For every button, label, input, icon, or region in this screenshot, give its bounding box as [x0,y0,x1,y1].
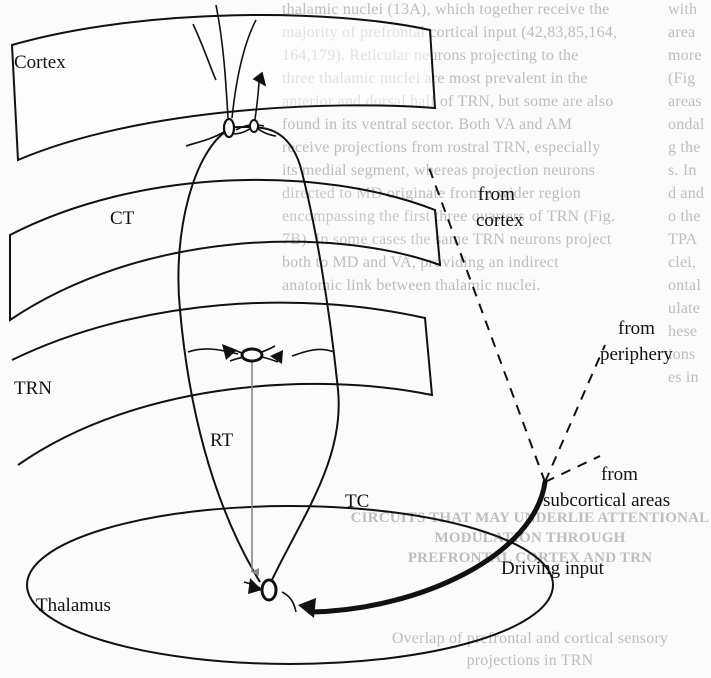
driving-input-axon [307,479,548,615]
bleed-through-right-margin: with area more (Fig areas ondal g the s.… [668,0,711,389]
thalamus-label: Thalamus [36,595,111,616]
bleed-line: ondal [668,116,705,133]
cortex-sheet [10,14,437,162]
bleed-line: with [668,1,698,18]
bleed-line: clei, [668,254,697,271]
trn-label: TRN [14,378,52,399]
bleed-line: o the [668,208,701,225]
tc-axon [231,126,340,585]
ct-collateral [187,348,239,355]
bleed-line: thalamic nuclei (13A), which together re… [282,1,610,18]
bleed-line: anatomic link between thalamic nuclei. [282,277,541,294]
ct-terminal-arrow-icon [248,578,262,594]
bleed-line: Overlap of prefrontal and cortical senso… [391,630,669,647]
rt-label: RT [210,430,234,451]
from-periphery-label-line1: from [618,318,655,339]
bleed-line: g the [668,139,701,156]
bleed-line: s. In [668,162,697,179]
ct-axon [177,129,261,583]
from-cortex-dashed-line [427,164,546,483]
from-subcortical-label-line2: subcortical areas [543,490,670,511]
tc-synapse-arrow-icon [270,350,283,364]
bleed-line: more [668,47,702,64]
trn-sheet-lower [11,301,434,466]
bleed-line: area [668,24,696,41]
bleed-through-subheading: Overlap of prefrontal and cortical senso… [330,628,711,672]
bleed-line: encompassing the first three quarters of… [282,208,616,225]
bleed-line: MODULATION THROUGH [434,530,626,546]
bleed-line: found in its ventral sector. Both VA and… [282,116,573,133]
bleed-line: ontal [668,277,701,294]
ct-label: CT [110,208,135,229]
bleed-line: es in [668,369,699,386]
bleed-line: hese [668,323,698,340]
tc-label: TC [345,491,369,512]
bleed-line: receive projections from rostral TRN, es… [282,139,601,156]
bleed-line: (Fig [668,70,696,87]
bleed-line: d and [668,185,705,202]
bleed-line: 7B). In some cases the same TRN neurons … [282,231,612,248]
bleed-line: projections in TRN [466,652,594,669]
bleed-line: TPA [668,231,698,248]
from-subcortical-label-line1: from [601,464,638,485]
bleed-line: areas [668,93,702,110]
rt-neuron [229,345,279,363]
driving-input-label: Driving input [501,558,605,579]
layer6-ct-neuron [231,71,277,137]
from-cortex-label-line2: cortex [476,210,524,231]
ct-synapse-arrow-icon [222,344,237,360]
cortex-label: Cortex [14,52,66,73]
driving-input-terminal-icon [298,598,316,618]
thalamus-oval [26,505,554,665]
bleed-line: PREFRONTAL CORTEX AND TRN [407,550,653,566]
cortical-pyramidal-neuron [185,4,265,147]
from-cortex-label-line1: from [478,184,515,205]
bleed-line: its medial segment, whereas projection n… [282,162,596,179]
trn-sheet [9,178,442,322]
from-subcortical-dashed-line [544,455,601,483]
bleed-line: ions [668,346,696,363]
bleed-line: ulate [668,300,701,317]
from-periphery-label-line2: periphery [600,344,673,365]
bleed-through-heading: CIRCUITS THAT MAY UNDERLIE ATTENTIONAL M… [330,508,711,568]
from-periphery-dashed-line [544,344,606,483]
tc-collateral [291,348,335,357]
bleed-line: both to MD and VA, providing an indirect [282,254,559,271]
